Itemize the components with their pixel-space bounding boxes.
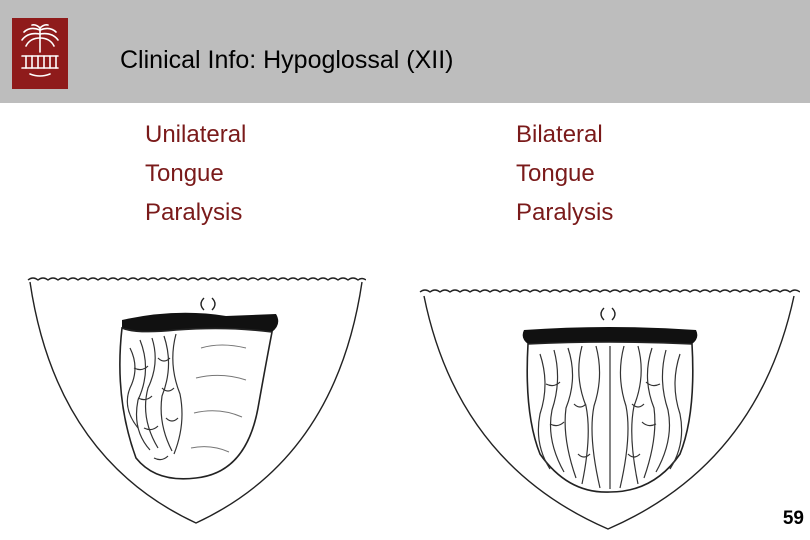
caption-line: Bilateral [516,121,603,148]
slide-title: Clinical Info: Hypoglossal (XII) [120,46,454,74]
unilateral-tongue-illustration [26,268,367,530]
caption-line: Paralysis [516,199,614,226]
caption-line: Tongue [516,160,595,187]
page-number: 59 [782,508,804,529]
bilateral-tongue-illustration [418,284,801,534]
caption-line: Paralysis [145,199,243,226]
caption-unilateral: Unilateral Tongue Paralysis [145,115,246,232]
caption-line: Unilateral [145,121,247,148]
caption-line: Tongue [145,160,224,187]
caption-bilateral: Bilateral Tongue Paralysis [516,115,613,232]
university-logo-icon [12,18,68,89]
slide-header: Clinical Info: Hypoglossal (XII) [0,0,810,103]
